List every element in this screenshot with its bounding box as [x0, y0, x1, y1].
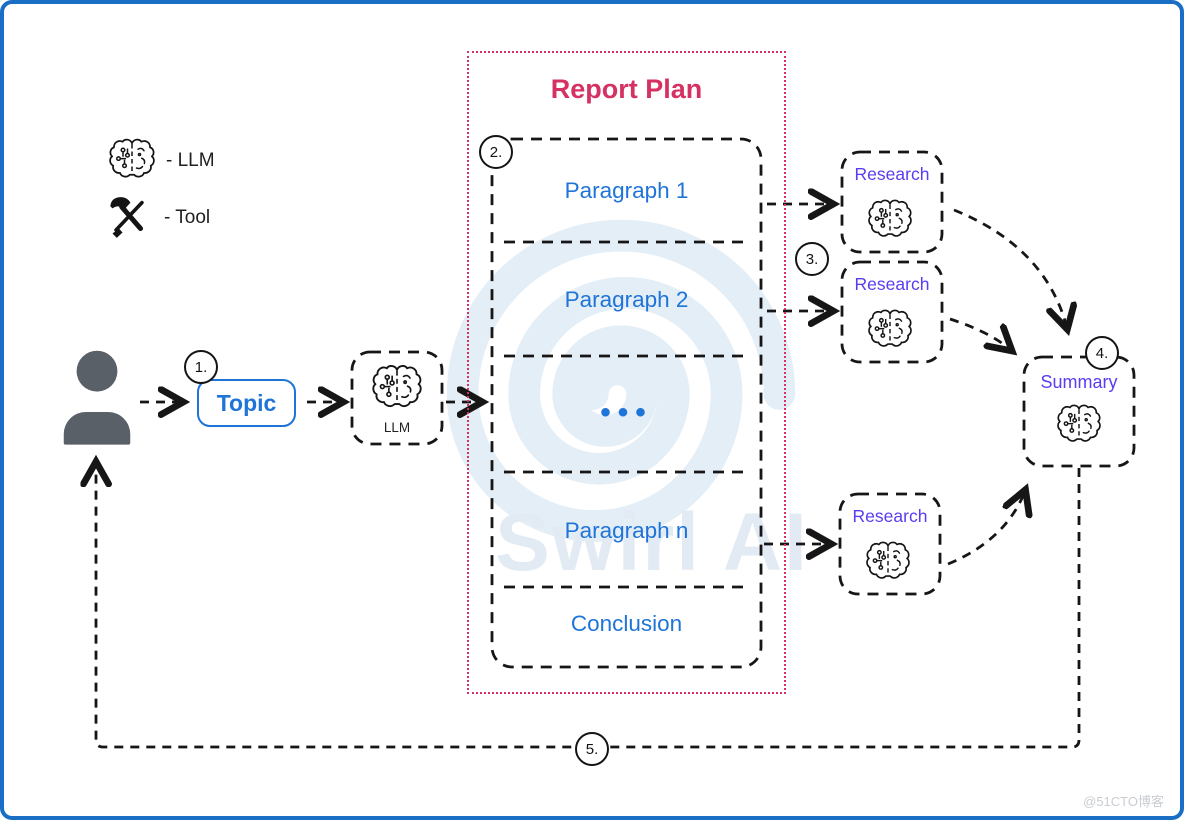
research-3-label: Research: [852, 506, 928, 526]
site-watermark-text: @51CTO博客: [1083, 794, 1164, 809]
step-1-badge: 1.: [184, 350, 218, 384]
swirl-logo-watermark: [446, 219, 796, 542]
summary-label: Summary: [1040, 372, 1118, 392]
report-plan-container: [467, 51, 786, 694]
llm-node-label: LLM: [383, 420, 411, 435]
brain-icon: [1056, 400, 1102, 448]
topic-label: Topic: [216, 389, 277, 416]
topic-node: Topic: [197, 379, 296, 427]
brain-icon: [867, 305, 913, 353]
brain-icon: [865, 537, 911, 585]
plan-section-conclusion: Conclusion: [570, 611, 683, 636]
arrow-research2-to-summary: [949, 317, 1011, 350]
step-4-badge: 4.: [1085, 336, 1119, 370]
research-1-label: Research: [854, 164, 930, 184]
brain-icon: [371, 359, 423, 415]
arrow-research3-to-summary: [947, 491, 1025, 566]
brain-icon: [867, 195, 913, 243]
arrow-summary-feedback-to-user: [96, 463, 1081, 749]
brain-icon: [108, 134, 156, 184]
step-3-badge: 3.: [795, 242, 829, 276]
arrow-research1-to-summary: [953, 208, 1067, 328]
plan-section-paragraph-1: Paragraph 1: [564, 178, 689, 203]
research-2-label: Research: [854, 274, 930, 294]
plan-section-paragraph-2: Paragraph 2: [564, 287, 689, 312]
watermark-layer: Swirl AI: [4, 4, 1180, 816]
step-2-badge: 2.: [479, 135, 513, 169]
watermark-brand-text: Swirl AI: [495, 497, 809, 588]
report-plan-title: Report Plan: [550, 74, 703, 104]
step-5-badge: 5.: [575, 732, 609, 766]
person-icon: [59, 349, 135, 447]
tools-icon: [106, 194, 152, 240]
plan-sections-box: [490, 137, 763, 669]
plan-section-ellipsis: •••: [600, 396, 653, 429]
plan-section-paragraph-n: Paragraph n: [564, 518, 689, 543]
legend-llm-label: - LLM: [166, 150, 215, 171]
legend-tool-label: - Tool: [164, 207, 211, 228]
